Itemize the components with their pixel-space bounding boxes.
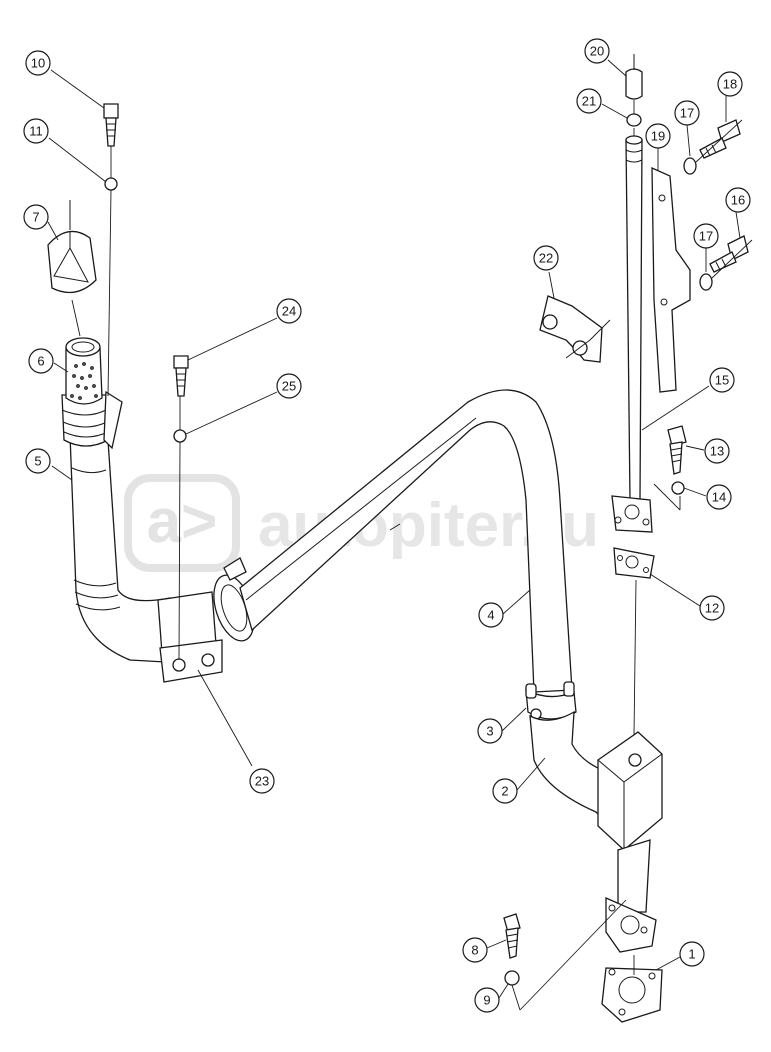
callout-23: 23: [249, 768, 275, 794]
callout-1: 1: [679, 941, 705, 967]
watermark-logo-glyph: a>: [147, 487, 218, 556]
part-4-oil-tube: [239, 389, 573, 693]
callout-6-label: 6: [37, 354, 44, 369]
callout-20-label: 20: [590, 44, 604, 59]
callout-19: 19: [645, 123, 671, 149]
callout-11: 11: [23, 118, 49, 144]
oil-pump-body: [597, 731, 663, 913]
callout-18: 18: [717, 71, 743, 97]
part-5-filler-neck: [61, 390, 123, 450]
callout-17-upper-label: 17: [680, 106, 694, 121]
callout-12: 12: [699, 595, 725, 621]
callout-11-label: 11: [29, 124, 43, 139]
callout-2: 2: [492, 778, 518, 804]
part-17-washer-upper: [683, 157, 697, 175]
callout-20: 20: [584, 38, 610, 64]
callout-21: 21: [576, 88, 602, 114]
part-23-bracket: [157, 591, 223, 683]
callout-9: 9: [474, 987, 500, 1013]
callout-5-label: 5: [34, 454, 41, 469]
callout-7: 7: [23, 204, 49, 230]
assembly-lines: [107, 100, 753, 1011]
callout-17-upper: 17: [674, 100, 700, 126]
callout-13-label: 13: [710, 444, 724, 459]
callout-10: 10: [25, 50, 51, 76]
callout-19-label: 19: [651, 129, 665, 144]
callout-25: 25: [276, 373, 302, 399]
part-20-dipstick-handle: [625, 54, 643, 100]
callout-15-label: 15: [715, 373, 729, 388]
part-19-dipstick-plate: [651, 166, 691, 393]
part-13-bolt: [667, 425, 687, 475]
part-25-washer: [173, 429, 187, 443]
callout-7-label: 7: [32, 210, 39, 225]
part-7-filler-cap: [47, 200, 97, 337]
callout-23-label: 23: [255, 774, 269, 789]
part-15-lower-flange: [611, 495, 653, 533]
callout-14-label: 14: [712, 490, 726, 505]
callout-8: 8: [462, 937, 488, 963]
part-11-washer: [104, 177, 118, 191]
callout-5: 5: [25, 448, 51, 474]
callout-21-label: 21: [582, 94, 596, 109]
callout-2-label: 2: [501, 784, 508, 799]
part-10-bolt: [103, 103, 119, 147]
callout-8-label: 8: [471, 943, 478, 958]
part-17-washer-lower: [699, 273, 713, 291]
part-21-o-ring: [626, 113, 642, 127]
callout-22: 22: [533, 245, 559, 271]
callout-14: 14: [706, 484, 732, 510]
part-9-washer: [504, 970, 520, 986]
part-8-bolt: [503, 913, 521, 959]
callout-17-lower-label: 17: [699, 229, 713, 244]
callout-24-label: 24: [282, 304, 296, 319]
callout-4: 4: [478, 602, 504, 628]
callout-9-label: 9: [483, 993, 490, 1008]
part-1-gasket-flange: [601, 897, 663, 1023]
part-22-bracket: [539, 295, 603, 363]
callout-4-label: 4: [487, 608, 494, 623]
callout-24: 24: [276, 298, 302, 324]
watermark-logo-box: [124, 474, 240, 572]
callout-22-label: 22: [539, 251, 553, 266]
callout-3-label: 3: [486, 724, 493, 739]
callout-3: 3: [477, 718, 503, 744]
callout-15: 15: [709, 367, 735, 393]
part-14-washer: [671, 481, 685, 495]
part-5-filler-tube: [69, 434, 171, 663]
part-6-strainer: [65, 337, 103, 405]
callout-25-label: 25: [282, 379, 296, 394]
callout-16-label: 16: [731, 193, 745, 208]
callout-13: 13: [704, 438, 730, 464]
callout-6: 6: [28, 348, 54, 374]
callout-16: 16: [725, 187, 751, 213]
part-12-gasket: [613, 547, 655, 579]
callout-18-label: 18: [723, 77, 737, 92]
part-15-dipstick-guide-tube: [625, 135, 643, 501]
callout-10-label: 10: [31, 56, 45, 71]
callout-leaders: [47, 59, 741, 999]
part-24-bolt: [173, 355, 189, 397]
callout-12-label: 12: [705, 601, 719, 616]
callout-17-lower: 17: [693, 223, 719, 249]
callout-1-label: 1: [688, 947, 695, 962]
